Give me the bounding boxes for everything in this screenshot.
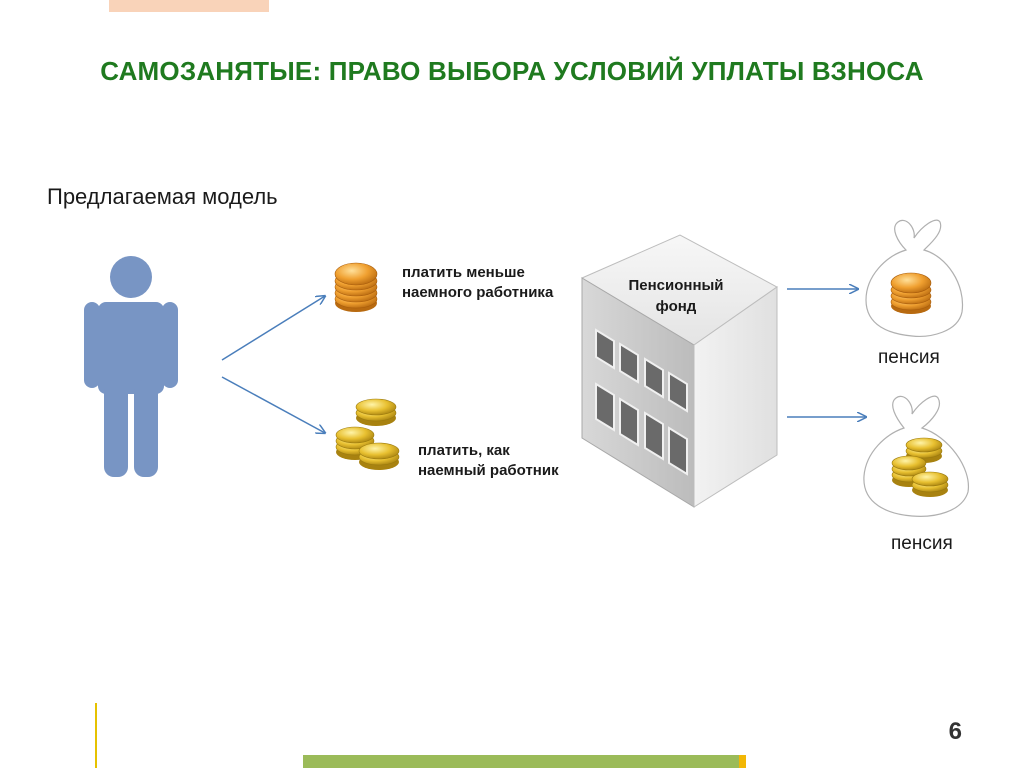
option-pay-less-label: платить меньше наемного работника (402, 264, 554, 301)
coin-pile-large-icon (335, 398, 400, 470)
money-bag-large-icon (863, 395, 969, 517)
arrow-to-pay-equal (221, 376, 325, 433)
coin-stack-small-icon (334, 262, 378, 312)
pension-small-label: пенсия (878, 347, 940, 368)
pension-fund-label: Пенсионный фонд (628, 277, 724, 315)
slide-subtitle: Предлагаемая модель (47, 184, 278, 209)
slide-title: САМОЗАНЯТЫЕ: ПРАВО ВЫБОРА УСЛОВИЙ УПЛАТЫ… (100, 56, 924, 86)
pension-fund-building-icon (580, 234, 778, 508)
top-accent-tab (109, 0, 269, 12)
option-pay-equal-label: платить, как наемный работник (418, 442, 559, 479)
page-number: 6 (948, 718, 962, 745)
footer-bar-accent (739, 755, 746, 768)
money-bag-small-icon (865, 219, 964, 337)
person-icon (84, 256, 178, 477)
footer-left-rule (95, 703, 97, 768)
arrow-to-pay-less (221, 296, 325, 361)
footer-bar (303, 755, 743, 768)
pension-large-label: пенсия (891, 533, 953, 554)
